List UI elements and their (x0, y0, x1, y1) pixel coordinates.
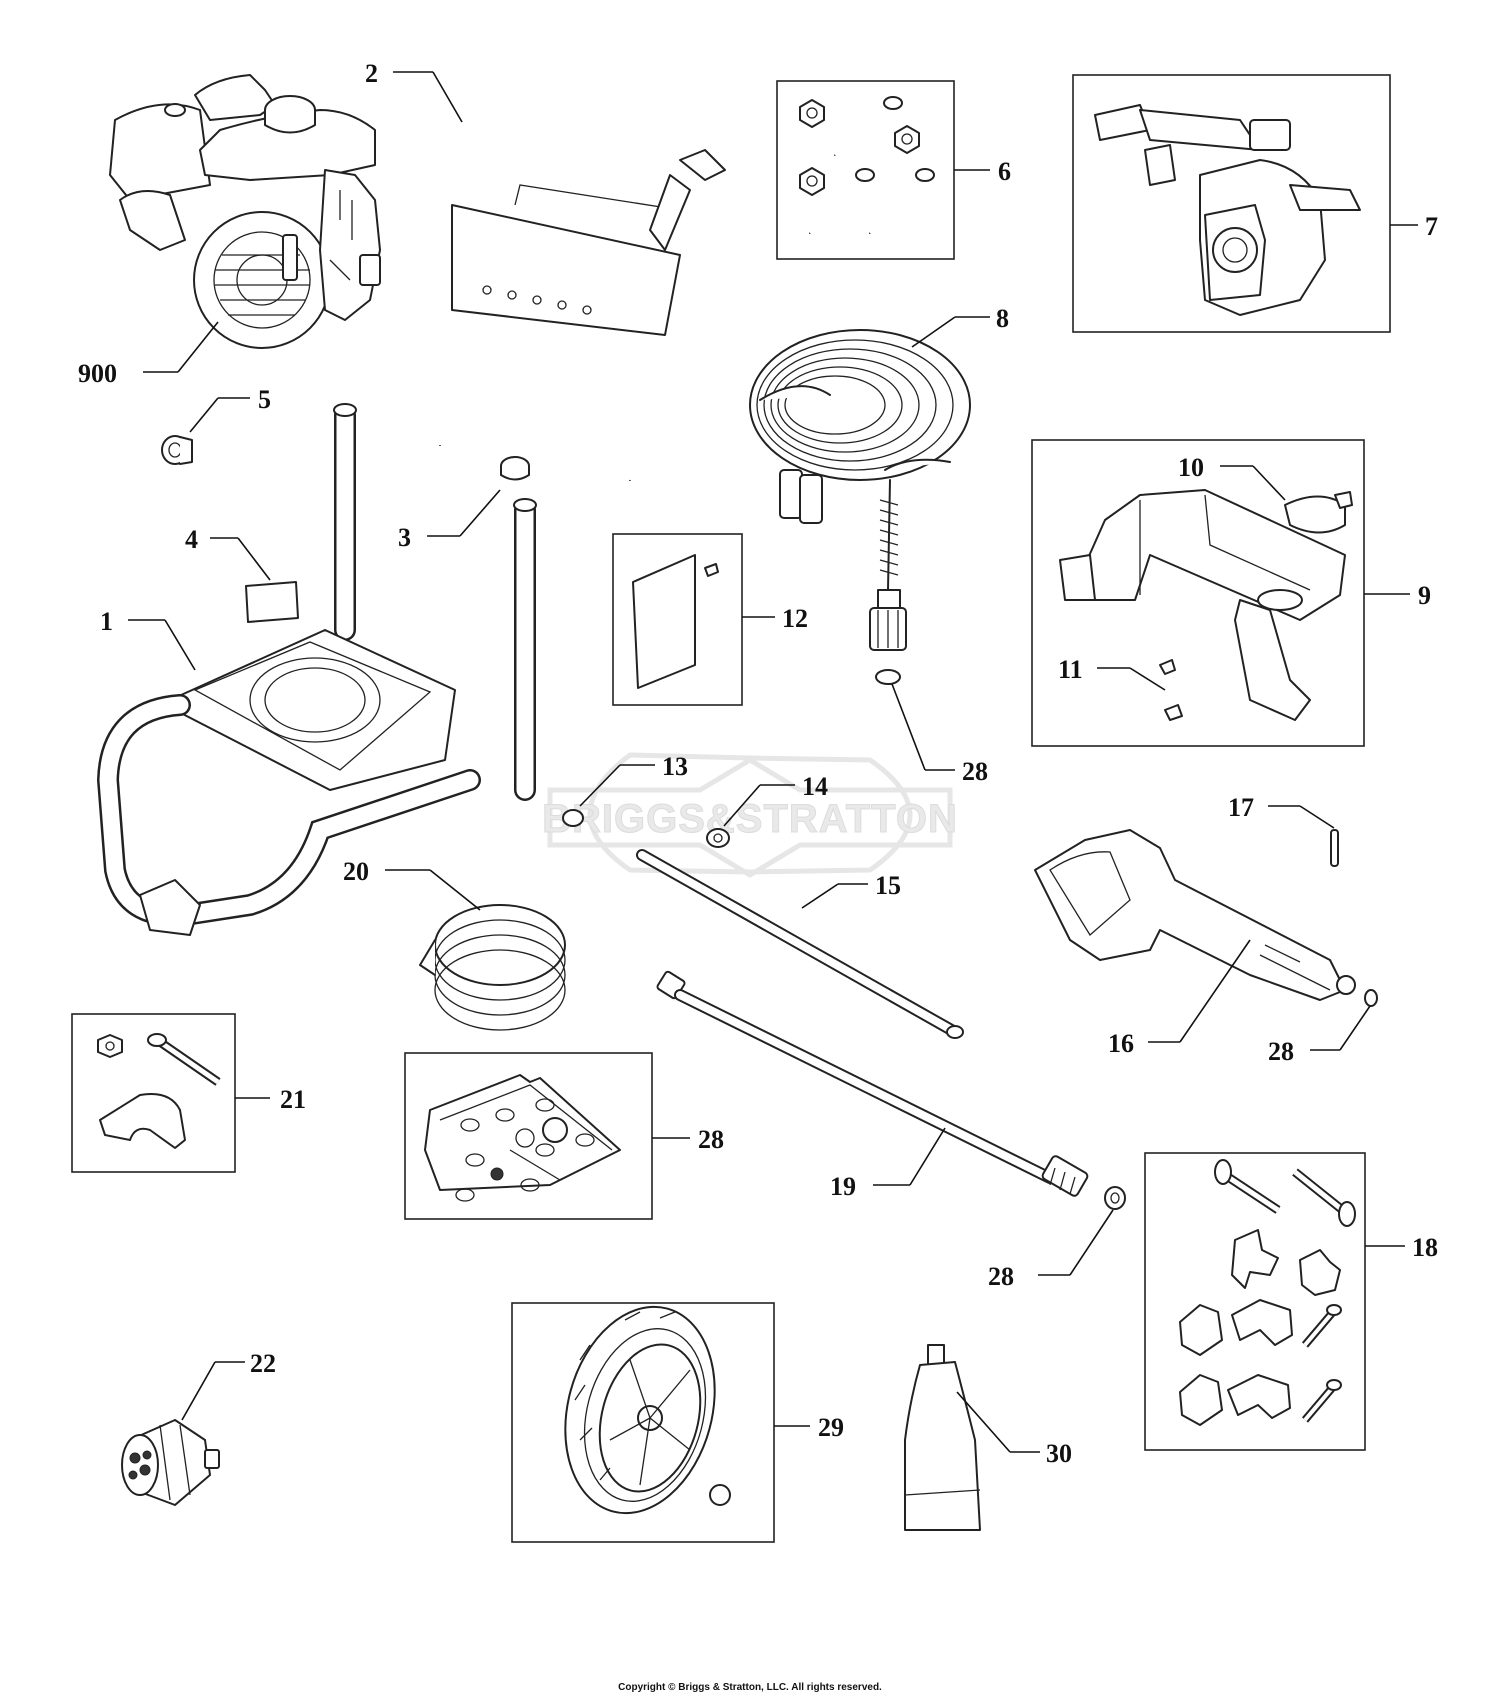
frame-drawing (96, 403, 537, 936)
engine-drawing (109, 74, 381, 349)
part-18-box (1144, 1152, 1366, 1451)
callout-16: 16 (1108, 1029, 1134, 1058)
callout-8: 8 (996, 304, 1009, 333)
part-7-box (1072, 74, 1391, 333)
bracket-kit-drawing (97, 1033, 221, 1149)
callout-1: 1 (100, 607, 113, 636)
callout-6: 6 (998, 157, 1011, 186)
callout-900: 900 (78, 359, 117, 388)
callout-10: 10 (1178, 453, 1204, 482)
callout-28-nozzle-kit: 28 (698, 1125, 724, 1154)
coil-drawing (419, 904, 566, 1031)
callout-29: 29 (818, 1413, 844, 1442)
callout-28-lance: 28 (988, 1262, 1014, 1291)
bushing-drawing (161, 435, 193, 465)
part-29-box (511, 1302, 775, 1543)
detergent-bottle-drawing (904, 1344, 981, 1531)
watermark-text: BRIGGS&STRATTON (542, 797, 958, 841)
callout-14: 14 (802, 772, 828, 801)
hose-hook-drawing (1059, 489, 1353, 721)
part-28-box (404, 1052, 653, 1220)
part-12-box (612, 533, 743, 706)
callout-13: 13 (662, 752, 688, 781)
pin-drawing (1330, 829, 1339, 867)
callout-18: 18 (1412, 1233, 1438, 1262)
callout-22: 22 (250, 1349, 276, 1378)
callout-5: 5 (258, 385, 271, 414)
panel-drawing (632, 554, 719, 689)
oring-13-drawing (562, 809, 584, 827)
spray-gun-drawing (1034, 829, 1378, 1007)
watermark-logo: BRIGGS&STRATTON (542, 752, 958, 878)
callout-3: 3 (398, 523, 411, 552)
callout-4: 4 (185, 525, 198, 554)
callout-7: 7 (1425, 212, 1438, 241)
part-21-box (71, 1013, 236, 1173)
callout-28-gun: 28 (1268, 1037, 1294, 1066)
callout-12: 12 (782, 604, 808, 633)
callout-17: 17 (1228, 793, 1254, 822)
callout-11: 11 (1058, 655, 1083, 684)
cap-drawing (500, 456, 530, 481)
copyright-text: Copyright © Briggs & Stratton, LLC. All … (618, 1682, 882, 1693)
extension-wand-drawing (636, 849, 964, 1039)
part-9-box (1031, 439, 1365, 747)
turbo-nozzle-drawing (121, 1419, 220, 1506)
hose-coil-drawing (749, 329, 971, 685)
callout-9: 9 (1418, 581, 1431, 610)
callout-15: 15 (875, 871, 901, 900)
pump-drawing (1094, 104, 1361, 316)
bolt-set-drawing (799, 96, 935, 235)
callout-28-hose: 28 (962, 757, 988, 786)
decal-drawing (245, 581, 299, 623)
callout-21: 21 (280, 1085, 306, 1114)
callout-30: 30 (1046, 1439, 1072, 1468)
handle-drawing (432, 60, 726, 482)
washer-14-drawing (706, 828, 730, 848)
nozzle-card-drawing (424, 1074, 621, 1202)
knob-kit-drawing (1179, 1159, 1356, 1426)
callout-2: 2 (365, 59, 378, 88)
callout-20: 20 (343, 857, 369, 886)
callout-19: 19 (830, 1172, 856, 1201)
lance-drawing (656, 970, 1126, 1210)
wheel-drawing (564, 1305, 731, 1515)
